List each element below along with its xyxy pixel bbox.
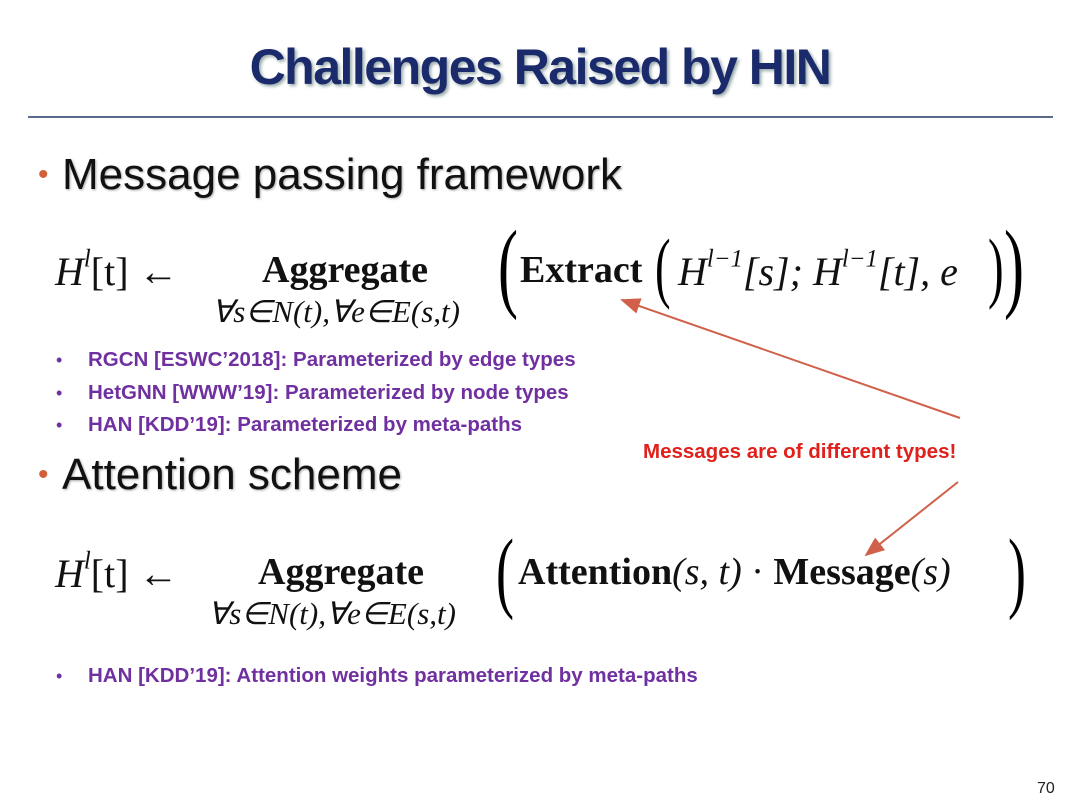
eq-arg1: H [678,249,707,294]
eq-lhs: H [55,249,84,294]
bullet-marker: • [56,666,63,686]
eq-arg1-rest: [s]; [742,249,813,294]
eq-lhs-sup: l [83,547,91,575]
eq-lhs-rest: [t] ← [90,551,179,596]
list-item: HAN [KDD’19]: Parameterized by meta-path… [88,413,523,436]
eq-arg2-sup: l−1 [841,245,878,273]
slide-title: Challenges Raised by HIN [249,39,832,95]
eq-aggregate: Aggregate [258,551,425,593]
eq-lhs-rest: [t] ← [90,249,179,294]
bullet-marker: • [56,383,63,403]
list-item: HetGNN [WWW’19]: Parameterized by node t… [88,381,569,404]
eq-arg2-rest: [t], e [877,249,958,294]
bullet-marker: • [56,350,63,370]
eq-arg2: H [812,249,842,294]
eq-lhs-sup: l [83,245,91,273]
eq-attention: Attention [518,551,673,593]
eq-subscript: ∀s∈N(t),∀e∈E(s,t) [208,596,456,631]
eq-paren-close: ) [1008,522,1026,621]
eq-aggregate: Aggregate [262,249,429,291]
eq-attention-args: (s, t) [672,551,742,593]
eq-extract: Extract [520,249,643,291]
eq-dot: · [751,551,764,593]
eq-lhs: H [55,551,84,596]
page-number: 70 [1037,780,1055,797]
heading-message-passing: Message passing framework [62,150,623,199]
eq-subscript: ∀s∈N(t),∀e∈E(s,t) [212,294,460,329]
eq-paren-inner-close: ) [988,223,1004,310]
list-item: HAN [KDD’19]: Attention weights paramete… [88,664,698,687]
arrow-to-message [864,481,959,557]
annotation-text: Messages are of different types! [643,440,957,463]
bullet-marker: • [38,458,49,491]
list-item: RGCN [ESWC’2018]: Parameterized by edge … [88,348,576,371]
arrow-to-extract [620,298,961,419]
bullet-marker: • [56,415,63,435]
eq-paren-inner-open: ( [655,223,671,310]
title-divider [28,116,1053,118]
eq-message-args: (s) [910,551,951,593]
heading-attention-scheme: Attention scheme [62,450,402,499]
eq-paren-open: ( [498,210,518,321]
eq-paren-close: ) [1004,210,1024,321]
eq-arg1-sup: l−1 [706,245,743,273]
eq-paren-open: ( [496,522,514,621]
bullet-marker: • [38,158,49,191]
eq-message: Message [773,551,911,593]
